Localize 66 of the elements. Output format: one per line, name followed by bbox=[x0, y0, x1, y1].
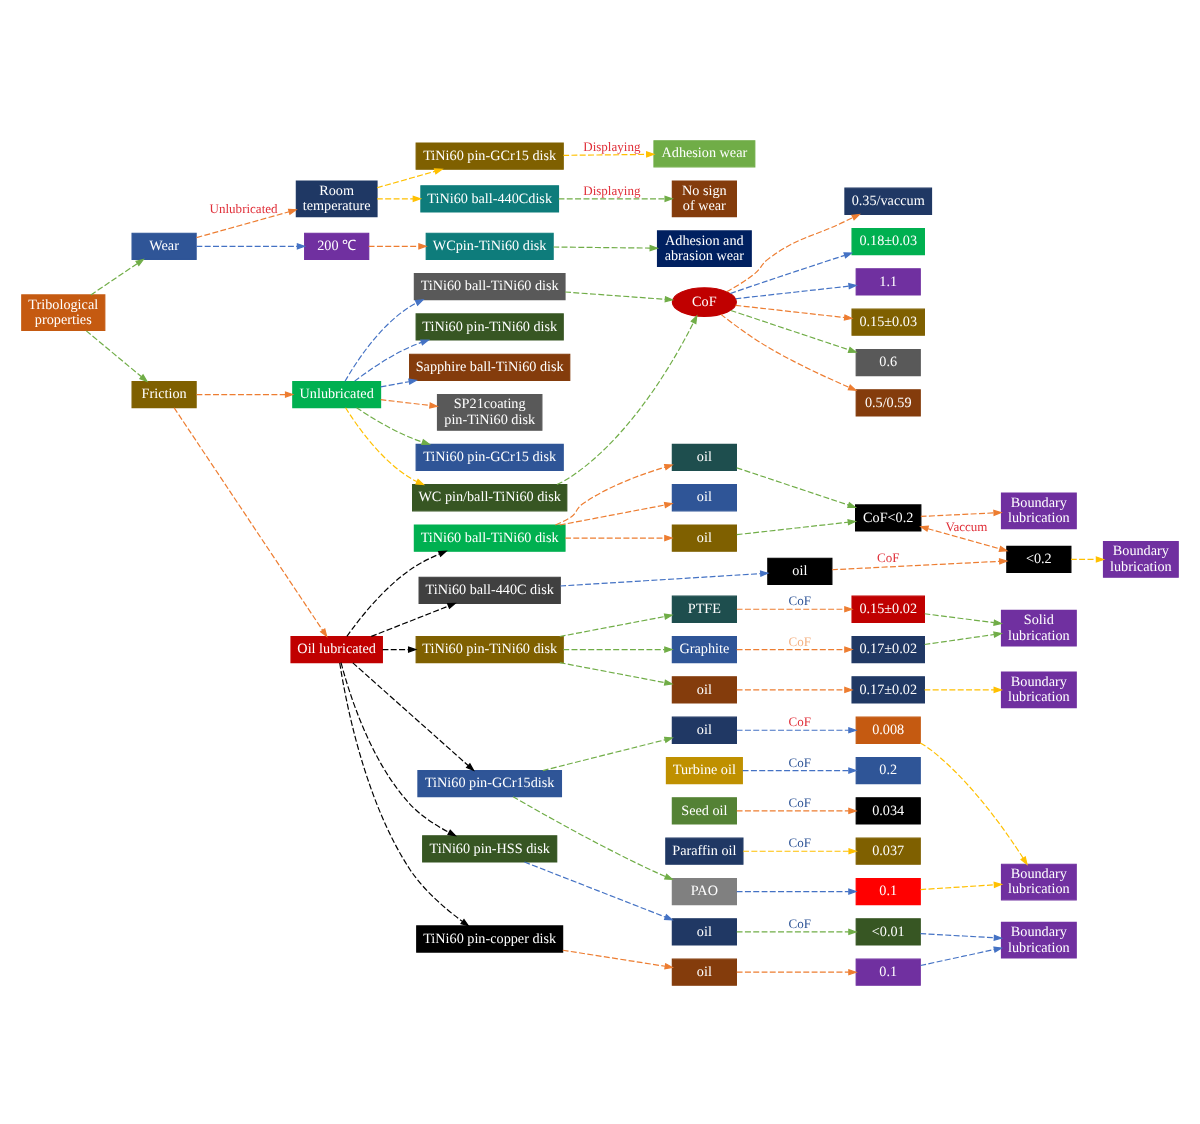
arrow bbox=[736, 466, 858, 508]
arrow bbox=[923, 630, 1003, 645]
arrow bbox=[380, 377, 419, 387]
arrow bbox=[736, 518, 858, 535]
arrow bbox=[346, 549, 448, 636]
arrow bbox=[552, 243, 660, 251]
arrow bbox=[368, 242, 428, 249]
arrow bbox=[556, 313, 698, 485]
arrow bbox=[919, 741, 1028, 865]
arrow bbox=[354, 338, 431, 381]
arrow bbox=[919, 880, 1004, 890]
arrow bbox=[736, 685, 854, 693]
arrow bbox=[352, 661, 475, 771]
arrow bbox=[726, 212, 861, 292]
arrow bbox=[736, 806, 858, 814]
arrow bbox=[85, 329, 149, 382]
arrow bbox=[831, 557, 1009, 570]
arrow bbox=[90, 257, 145, 295]
arrow bbox=[195, 242, 307, 249]
arrow bbox=[195, 390, 295, 397]
arrow bbox=[1070, 555, 1106, 562]
arrow bbox=[512, 795, 674, 880]
arrow bbox=[923, 685, 1004, 693]
arrow bbox=[729, 251, 854, 294]
arrow bbox=[562, 150, 656, 157]
arrow bbox=[919, 932, 1004, 941]
arrow bbox=[736, 725, 858, 733]
arrow bbox=[564, 290, 675, 302]
arrow bbox=[382, 645, 418, 652]
arrow bbox=[542, 735, 674, 771]
arrow bbox=[736, 927, 858, 935]
arrow bbox=[919, 945, 1004, 966]
arrow bbox=[558, 194, 674, 202]
arrow bbox=[355, 406, 432, 445]
arrow bbox=[736, 887, 858, 894]
arrow bbox=[344, 406, 426, 485]
arrow bbox=[344, 298, 425, 381]
arrow bbox=[370, 601, 457, 636]
arrow bbox=[559, 612, 674, 637]
arrow bbox=[559, 569, 770, 586]
arrow bbox=[340, 661, 458, 836]
arrow bbox=[730, 308, 858, 352]
arrow bbox=[562, 645, 674, 652]
arrow bbox=[554, 463, 674, 525]
arrow bbox=[736, 604, 854, 612]
arrow bbox=[339, 661, 470, 926]
arrow bbox=[734, 281, 858, 299]
arrow bbox=[736, 645, 854, 652]
arrow bbox=[742, 766, 858, 773]
arrow bbox=[195, 207, 298, 238]
arrow bbox=[919, 524, 1009, 551]
arrow bbox=[564, 533, 674, 541]
arrow bbox=[562, 948, 675, 969]
arrow bbox=[173, 406, 328, 637]
arrow bbox=[736, 967, 858, 975]
arrow bbox=[734, 303, 854, 320]
arrow bbox=[559, 661, 674, 685]
arrow bbox=[720, 312, 858, 390]
arrow bbox=[376, 167, 444, 188]
arrow bbox=[920, 508, 1003, 516]
arrow bbox=[380, 398, 439, 408]
arrow bbox=[376, 194, 423, 202]
arrow bbox=[559, 500, 674, 525]
arrow bbox=[742, 846, 858, 854]
arrow bbox=[523, 860, 674, 920]
arrow bbox=[923, 612, 1004, 625]
